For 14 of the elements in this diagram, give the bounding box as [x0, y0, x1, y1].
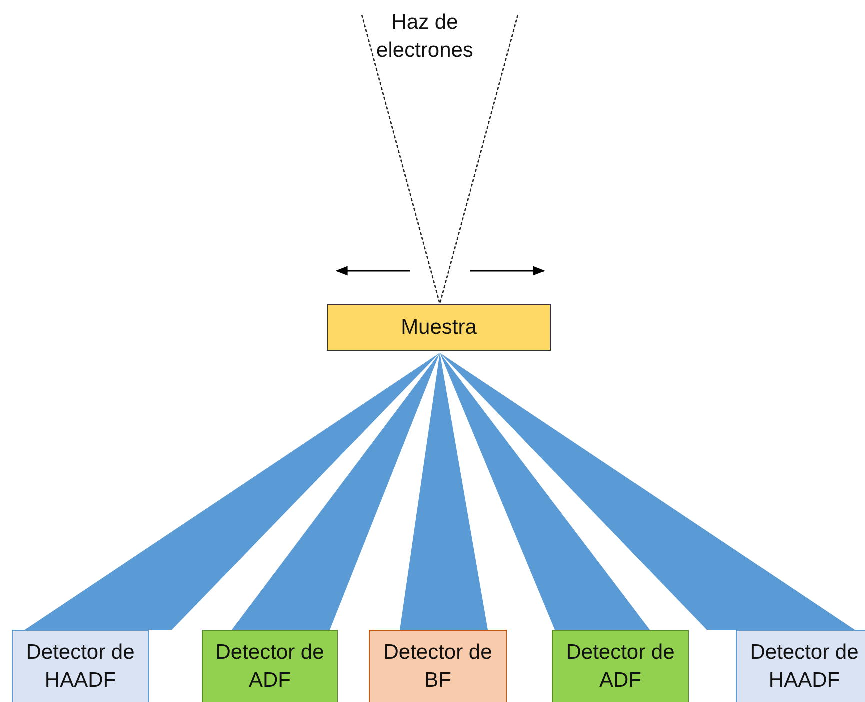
- detector-box: Detector de BF: [369, 630, 507, 702]
- detector-box: Detector de ADF: [202, 630, 338, 702]
- beam-line: [439, 14, 519, 304]
- beam-line: [361, 14, 441, 304]
- scatter-cone: [400, 353, 488, 630]
- detector-box: Detector de ADF: [552, 630, 689, 702]
- scatter-cone: [440, 353, 855, 630]
- sample-box: Muestra: [327, 304, 551, 351]
- scatter-cone: [440, 353, 650, 630]
- scatter-cone: [232, 353, 440, 630]
- detector-box: Detector de HAADF: [12, 630, 149, 702]
- scatter-cone: [25, 353, 440, 630]
- beam-label: Haz de electrones: [352, 4, 498, 70]
- detector-box: Detector de HAADF: [736, 630, 865, 702]
